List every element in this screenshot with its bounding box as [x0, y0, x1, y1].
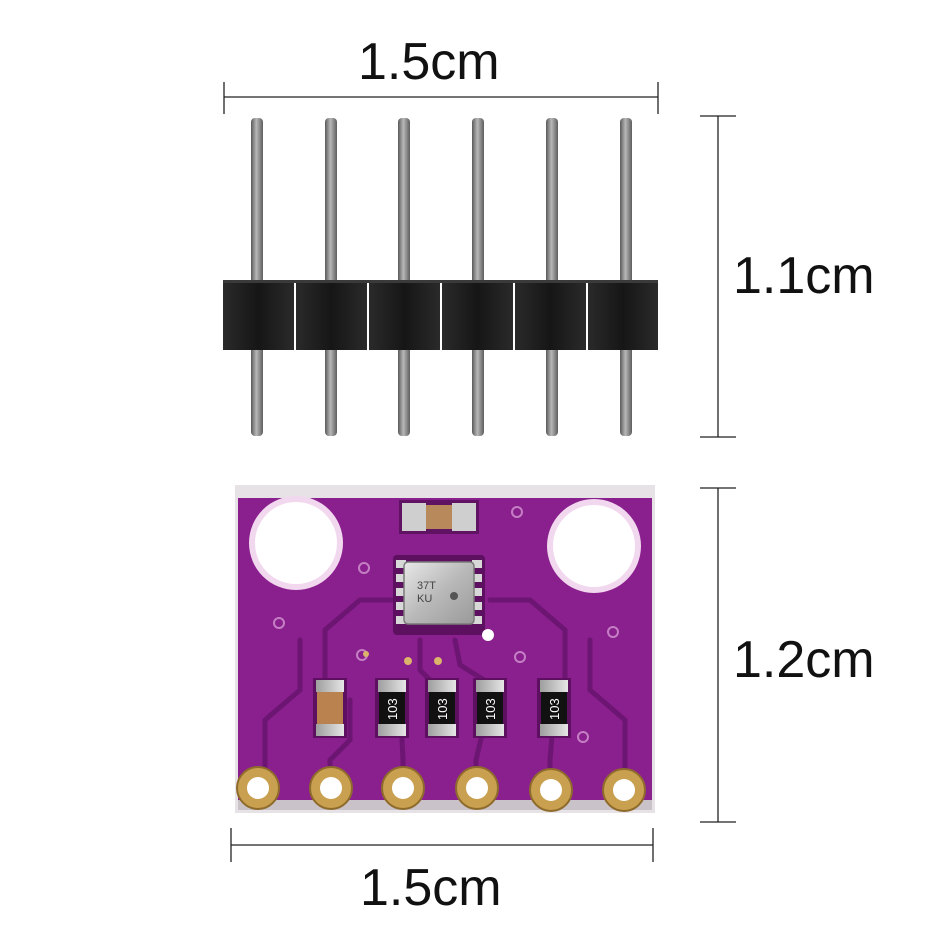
svg-text:103: 103	[547, 698, 562, 720]
header-width-label: 1.5cm	[358, 33, 500, 91]
header-plastic-block	[223, 280, 658, 350]
svg-text:103: 103	[385, 698, 400, 720]
mounting-holes	[249, 496, 641, 593]
svg-text:37T: 37T	[417, 580, 436, 592]
header-pins	[251, 118, 632, 436]
header-height-label: 1.1cm	[733, 247, 875, 305]
board-width-label: 1.5cm	[360, 859, 502, 917]
solder-pads	[236, 766, 646, 812]
svg-text:103: 103	[483, 698, 498, 720]
svg-text:103: 103	[435, 698, 450, 720]
dimension-lines	[223, 82, 736, 862]
svg-text:KU: KU	[417, 593, 432, 605]
sensor-board: 37T KU 103	[235, 485, 655, 813]
pressure-sensor-chip: 37T KU	[393, 555, 494, 641]
pin-header	[223, 118, 658, 436]
top-capacitor	[399, 500, 479, 534]
smd-resistors: 103 103 103 103	[313, 678, 571, 738]
board-height-label: 1.2cm	[733, 631, 875, 689]
